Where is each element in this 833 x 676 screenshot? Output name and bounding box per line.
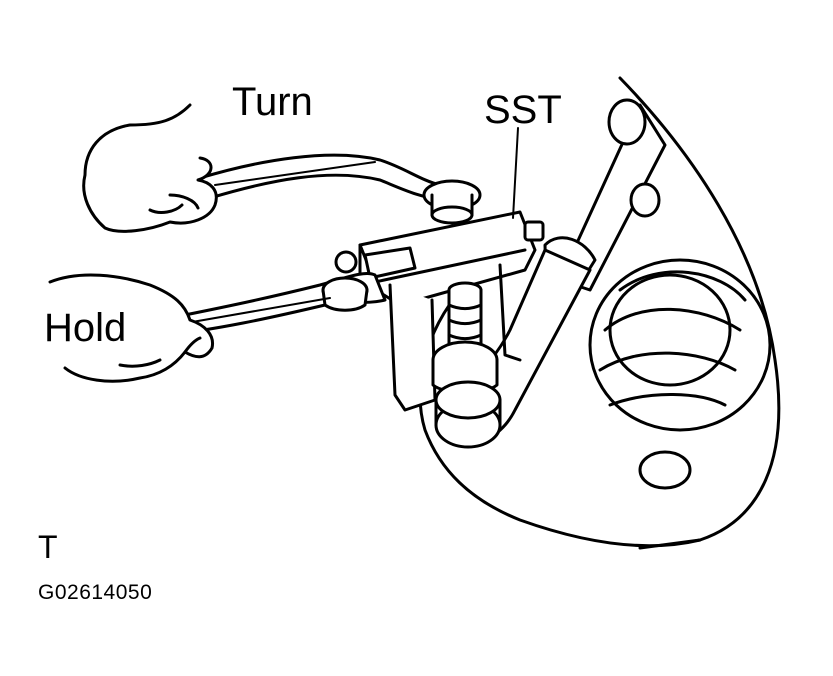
hold-wrench [158, 250, 387, 337]
sst-label: SST [484, 88, 562, 132]
turn-wrench [198, 153, 482, 225]
figure-code: G02614050 [38, 581, 153, 604]
corner-mark: T [38, 529, 58, 565]
sst-frame [358, 210, 545, 412]
sst-screw [431, 281, 502, 449]
upper-hand [82, 103, 218, 233]
cv-boot [588, 258, 772, 490]
lower-hand [48, 273, 215, 383]
sst-leader-line [512, 127, 519, 219]
turn-label: Turn [232, 80, 313, 124]
hold-label: Hold [44, 306, 127, 350]
